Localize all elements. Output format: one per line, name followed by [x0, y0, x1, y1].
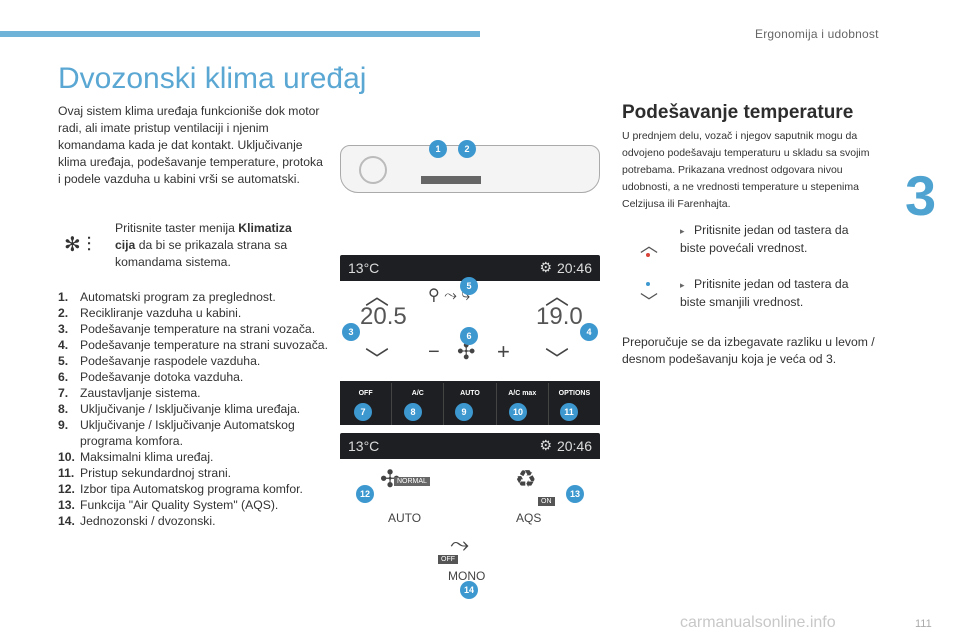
ac-button[interactable]: A/C [392, 383, 445, 425]
chapter-number: 3 [905, 164, 937, 227]
list-item: 11.Pristup sekundardnoj strani. [58, 466, 232, 480]
right-temp-up-icon[interactable]: ︿ [545, 283, 569, 310]
fan-icon: ✣ [457, 339, 476, 364]
list-item: 2.Recikliranje vazduha u kabini. [58, 306, 242, 320]
feature-list: 1.Automatski program za preglednost. 2.R… [58, 289, 328, 529]
marker-4: 4 [580, 323, 598, 341]
ac-max-button[interactable]: A/C max [497, 383, 549, 425]
marker-7: 7 [354, 403, 372, 421]
left-temp-value: 20.5 [360, 303, 407, 330]
intro-paragraph: Ovaj sistem klima uređaja funkcioniše do… [58, 104, 323, 186]
clock: 20:46 [556, 438, 592, 454]
left-temp-up-icon[interactable]: ︿ [365, 283, 389, 310]
list-item: 3.Podešavanje temperature na strani voza… [58, 322, 316, 336]
press-menu-text: Pritisnite taster menija Klimatiza cija … [115, 221, 292, 269]
page-title: Dvozonski klima uređaj [58, 62, 367, 95]
list-item: 1.Automatski program za preglednost. [58, 290, 276, 304]
bullet-arrow-icon: ▸ [680, 226, 685, 236]
list-item: 5.Podešavanje raspodele vazduha. [58, 354, 261, 368]
marker-11: 11 [560, 403, 578, 421]
temp-down-icon: ﹀ [640, 292, 658, 312]
list-item: 9.Uključivanje / Isključivanje Automatsk… [58, 418, 295, 448]
press-down-text: ▸Pritisnite jedan od tastera da biste sm… [680, 277, 849, 309]
marker-13: 13 [566, 485, 584, 503]
marker-5: 5 [460, 277, 478, 295]
clock: 20:46 [556, 260, 592, 276]
outside-temp: 13°C [348, 260, 380, 276]
climate-screen-options: 13°C ⚙ 20:46 ✣ NORMAL AUTO ♻ ON AQS ⤳ OF… [340, 433, 600, 599]
top-accent-bar [0, 31, 480, 37]
climate-menu-icon: ✻ ⫶ [64, 234, 92, 256]
auto-fan-icon[interactable]: ✣ [380, 466, 401, 493]
dashboard-illustration: 1 2 [340, 140, 600, 193]
marker-10: 10 [509, 403, 527, 421]
temp-up-icon: ︿ [640, 236, 658, 256]
page-number: 111 [915, 618, 932, 630]
air-distribution-icon[interactable]: ⚲ ⤳ ⤷ [428, 287, 471, 304]
outside-temp: 13°C [348, 438, 380, 454]
advice-text: Preporučuje se da izbegavate razliku u l… [622, 335, 875, 366]
section-intro: U prednjem delu, vozač i njegov saputnik… [622, 130, 870, 210]
list-item: 4.Podešavanje temperature na strani suvo… [58, 338, 328, 352]
climate-screen-main: 13°C ⚙ 20:46 ︿ ︿ 20.5 19.0 ﹀ ﹀ ⚲ ⤳ ⤷ − ✣… [340, 255, 600, 425]
marker-9: 9 [455, 403, 473, 421]
marker-8: 8 [404, 403, 422, 421]
watermark: carmanualsonline.info [680, 614, 836, 631]
screen-header: 13°C ⚙ 20:46 [340, 433, 600, 459]
marker-12: 12 [356, 485, 374, 503]
gear-icon[interactable]: ⚙ [539, 437, 552, 453]
marker-2: 2 [458, 140, 476, 158]
right-temp-down-icon[interactable]: ﹀ [545, 347, 569, 374]
gear-icon[interactable]: ⚙ [539, 259, 552, 275]
vent-grille [421, 176, 481, 184]
auto-button[interactable]: AUTO [444, 383, 497, 425]
marker-3: 3 [342, 323, 360, 341]
bullet-arrow-icon: ▸ [680, 280, 685, 290]
left-temp-down-icon[interactable]: ﹀ [365, 347, 389, 374]
normal-badge: NORMAL [394, 477, 430, 486]
list-item: 6.Podešavanje dotoka vazduha. [58, 370, 244, 384]
screen-body: ✣ NORMAL AUTO ♻ ON AQS ⤳ OFF MONO [340, 459, 600, 585]
aqs-on-badge: ON [538, 497, 555, 506]
fan-minus-icon[interactable]: − [428, 341, 440, 363]
list-item: 14.Jednozonski / dvozonski. [58, 514, 216, 528]
screen-header: 13°C ⚙ 20:46 [340, 255, 600, 281]
red-indicator [646, 253, 650, 257]
press-up-text: ▸Pritisnite jedan od tastera da biste po… [680, 223, 849, 255]
right-temp-value: 19.0 [536, 303, 583, 330]
marker-6: 6 [460, 327, 478, 345]
off-button[interactable]: OFF [340, 383, 393, 425]
knob-icon [359, 156, 387, 184]
aqs-label: AQS [516, 511, 542, 525]
auto-label: AUTO [388, 511, 422, 525]
fan-plus-icon[interactable]: + [497, 339, 510, 364]
marker-1: 1 [429, 140, 447, 158]
aqs-icon[interactable]: ♻ [515, 466, 537, 493]
list-item: 13.Funkcija "Air Quality System" (AQS). [58, 498, 279, 512]
section-heading: Podešavanje temperature [622, 102, 854, 123]
mono-label: MONO [448, 569, 486, 583]
list-item: 8.Uključivanje / Isključivanje klima ure… [58, 402, 301, 416]
section-header: Ergonomija i udobnost [755, 27, 879, 41]
mono-off-badge: OFF [438, 555, 458, 564]
marker-14: 14 [460, 581, 478, 599]
mono-icon[interactable]: ⤳ [450, 531, 470, 558]
list-item: 12.Izbor tipa Automatskog programa komfo… [58, 482, 303, 496]
list-item: 7.Zaustavljanje sistema. [58, 386, 201, 400]
list-item: 10.Maksimalni klima uređaj. [58, 450, 214, 464]
blue-indicator [646, 282, 650, 286]
options-button[interactable]: OPTIONS [558, 390, 591, 397]
